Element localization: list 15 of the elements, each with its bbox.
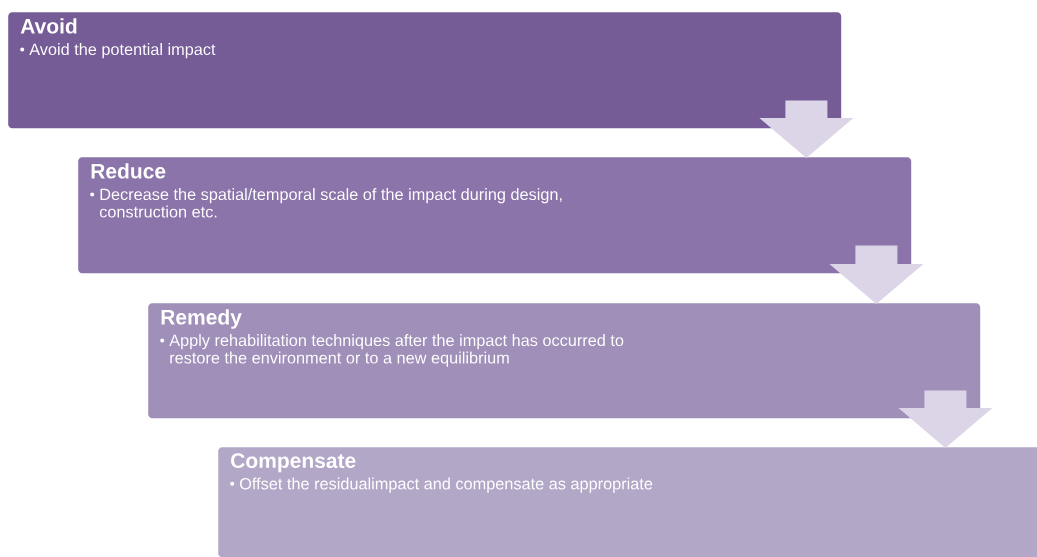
heading: Reduce (91, 163, 166, 179)
bullet-text: Avoid the potential impact (29, 43, 216, 59)
step-box (8, 12, 842, 129)
bullet-text: Decrease the spatial/temporal scale of the impact during design, construction etc. (99, 188, 562, 218)
bullet-text: Offset the residualimpact and compensate as appropriate (240, 477, 653, 493)
heading: Avoid (20, 18, 77, 34)
arrow (829, 245, 924, 304)
step-box (78, 157, 912, 274)
arrow (898, 390, 993, 448)
heading: Remedy (161, 309, 242, 329)
heading: Compensate (231, 453, 356, 473)
step-box (148, 303, 981, 419)
arrow (759, 100, 854, 158)
bullet-text: Apply rehabilitation techniques after the impact has occurred to restore the environment or to a new equilibrium (169, 334, 624, 367)
step-box (218, 447, 1037, 557)
